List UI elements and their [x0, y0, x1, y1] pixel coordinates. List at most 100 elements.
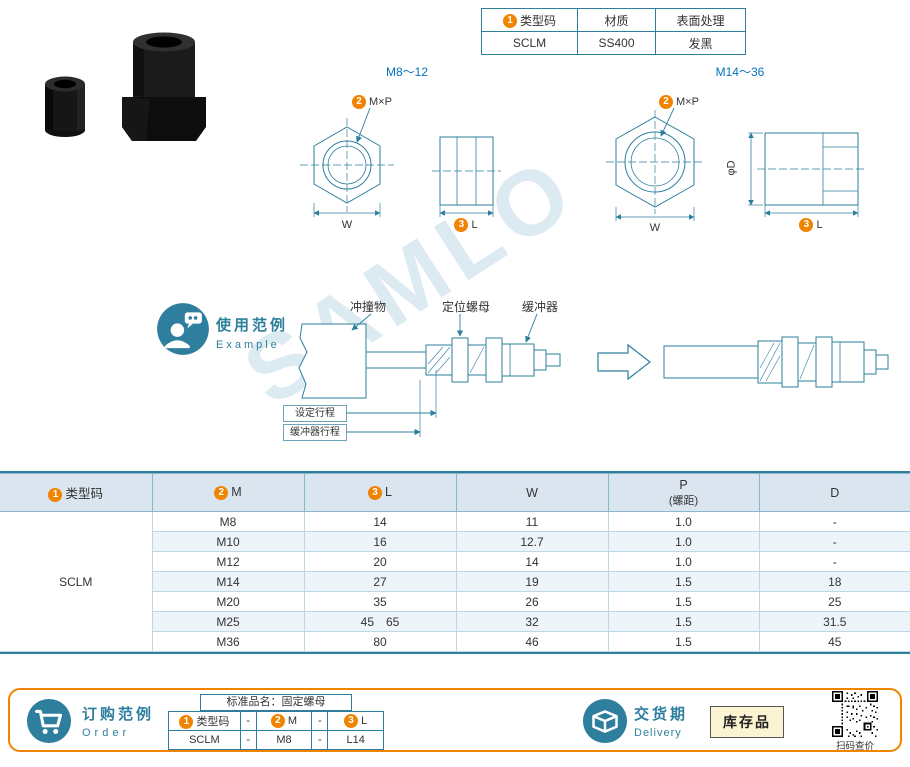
l-cell[interactable]: 35: [303, 591, 457, 612]
m-cell[interactable]: M20: [152, 591, 305, 612]
width-dim-left: W: [341, 219, 353, 231]
label-impact-object: 冲撞物: [350, 300, 387, 314]
num-3-badge: 3: [368, 485, 383, 500]
p-cell: 1.5: [607, 591, 760, 612]
l-cell[interactable]: 80: [303, 631, 457, 652]
brand-watermark: SAMLO: [226, 136, 595, 425]
order-value-row: SCLM - M8 - L14: [168, 730, 384, 750]
col-header-w: W: [455, 473, 609, 512]
spec-header-material: 材质: [577, 8, 656, 32]
m-cell[interactable]: M12: [152, 551, 305, 572]
col-header-d: D: [758, 473, 910, 512]
spec-header-finish: 表面处理: [655, 8, 746, 32]
example-title-en: Example: [216, 339, 280, 351]
order-v-type: SCLM: [168, 730, 241, 750]
standard-product-name: 标准品名：固定螺母: [200, 694, 352, 711]
num-3-badge: 3: [344, 714, 359, 728]
w-cell: 32: [455, 611, 609, 632]
spec-value-type-code: SCLM: [481, 31, 578, 55]
example-title: 使用范例 Example: [216, 314, 288, 351]
label-buffer-stroke: 缓冲器行程: [283, 424, 347, 441]
m-cell[interactable]: M25: [152, 611, 305, 632]
order-title: 订购范例 Order: [82, 703, 154, 739]
num-3-badge: 3: [454, 218, 469, 232]
label-set-stroke: 设定行程: [283, 405, 347, 422]
d-cell: -: [758, 531, 910, 552]
package-icon: [582, 698, 628, 744]
m-cell[interactable]: M10: [152, 531, 305, 552]
order-dash: -: [239, 730, 257, 750]
length-dim-text: L: [471, 218, 478, 231]
d-cell: 31.5: [758, 611, 910, 632]
thread-spec-text: M×P: [676, 95, 699, 108]
d-cell: 25: [758, 591, 910, 612]
size-range-left: M8～12: [385, 65, 429, 79]
label-positioning-nut: 定位螺母: [442, 300, 491, 314]
table-row: SCLM M8 14 11 1.0 -: [0, 511, 910, 652]
num-1-badge: 1: [502, 14, 517, 29]
delivery-title-cn: 交货期: [634, 706, 689, 723]
num-2-badge: 2: [659, 95, 673, 109]
delivery-title-en: Delivery: [634, 727, 682, 739]
d-cell: -: [758, 551, 910, 572]
num-2-badge: 2: [352, 95, 366, 109]
num-2-badge: 2: [270, 714, 285, 728]
l-cell[interactable]: 16: [303, 531, 457, 552]
order-dash: -: [311, 711, 329, 731]
p-cell: 1.5: [607, 571, 760, 592]
cart-icon: [26, 698, 72, 744]
example-assembly-right: [663, 336, 889, 388]
drawing-left-front-view: [300, 107, 394, 217]
w-cell: 26: [455, 591, 609, 612]
order-v-l: L14: [327, 730, 384, 750]
delivery-title: 交货期 Delivery: [634, 703, 688, 739]
w-cell: 11: [455, 511, 609, 532]
drawing-left-side-view: [432, 136, 501, 217]
example-assembly-left: [298, 323, 561, 399]
l-cell[interactable]: 45 65: [303, 611, 457, 632]
m-cell[interactable]: M8: [151, 511, 305, 532]
num-1-badge: 1: [48, 487, 63, 502]
l-cell[interactable]: 27: [303, 571, 457, 592]
order-v-m: M8: [255, 730, 313, 750]
spec-value-material: SS400: [577, 31, 656, 55]
col-header-p: P(螺距): [607, 473, 760, 512]
p-cell: 1.0: [607, 531, 760, 552]
qr-code: [832, 691, 878, 737]
p-cell: 1.0: [607, 551, 760, 572]
m-cell[interactable]: M14: [152, 571, 305, 592]
product-photo-large-nut: [122, 32, 206, 141]
size-range-right: M14～36: [715, 65, 765, 79]
transition-arrow: [597, 343, 651, 381]
d-cell: 18: [758, 571, 910, 592]
l-cell[interactable]: 14: [303, 511, 457, 532]
width-dim-right: W: [649, 222, 661, 234]
order-title-en: Order: [82, 727, 131, 739]
label-buffer: 缓冲器: [522, 300, 559, 314]
example-title-cn: 使用范例: [216, 317, 289, 334]
stock-badge: 库存品: [710, 706, 784, 738]
diameter-dim: φD: [725, 160, 738, 176]
p-cell: 1.0: [607, 511, 760, 532]
thread-spec-text: M×P: [369, 95, 392, 108]
l-cell[interactable]: 20: [303, 551, 457, 572]
m-cell[interactable]: M36: [152, 631, 305, 652]
type-code-cell[interactable]: SCLM: [0, 511, 153, 652]
table-row: M10 16 12.7 1.0 -: [0, 531, 910, 552]
order-dash: -: [239, 711, 257, 731]
d-cell: -: [758, 511, 910, 532]
